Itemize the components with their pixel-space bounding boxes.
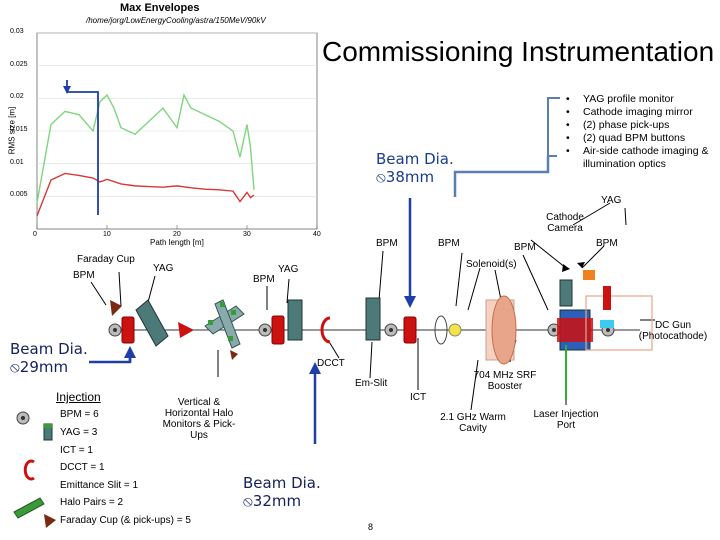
srf-booster-label: 704 MHz SRF Booster — [473, 370, 537, 392]
legend-item: DCCT = 1 — [60, 462, 105, 473]
chart-ytick-label: 0.03 — [10, 28, 24, 35]
beam-dia-arrows — [89, 198, 416, 444]
legend-item: YAG = 3 — [60, 427, 98, 438]
inset-chart-graphic — [36, 32, 318, 230]
em-slit-label: Em-Slit — [355, 378, 388, 389]
chart-series-line-0 — [36, 93, 255, 203]
bpm-label-mid: BPM — [253, 274, 275, 285]
chart-path: /home/jorg/LowEnergyCooling/astra/150MeV… — [86, 16, 266, 25]
bullet-item: (2) phase pick-ups — [566, 119, 720, 132]
chart-xtick-label: 20 — [173, 231, 181, 238]
legend-item: Faraday Cup (& pick-ups) = 5 — [60, 515, 191, 526]
chart-ytick-label: 0.025 — [10, 60, 28, 68]
dcct-device — [320, 316, 331, 344]
faraday-cup-label: Faraday Cup — [77, 254, 135, 265]
dcct-label: DCCT — [317, 358, 345, 369]
bullet-item: (2) quad BPM buttons — [566, 132, 720, 145]
yag-label-mid: YAG — [278, 264, 299, 275]
chart-ytick-label: 0.02 — [10, 93, 24, 101]
faraday-cup-mid — [178, 322, 194, 338]
chart-ytick-label: 0.005 — [10, 191, 28, 199]
page-number: 8 — [368, 522, 374, 532]
yag-label-left: YAG — [153, 263, 174, 274]
bpm-label-2: BPM — [438, 238, 460, 249]
solenoid-label: Solenoid(s) — [466, 259, 517, 270]
faraday-cup-halo — [230, 350, 238, 360]
legend-heading: Injection — [56, 390, 101, 404]
cathode-camera-label: Cathode Camera — [546, 212, 584, 234]
bpm-label-left: BPM — [73, 270, 95, 281]
slide-title: Commissioning Instrumentation — [322, 36, 715, 67]
legend-item: Emittance Slit = 1 — [60, 480, 139, 491]
bullet-item: Cathode imaging mirror — [566, 106, 720, 119]
halo-monitors — [204, 299, 245, 349]
bpm-label-4: BPM — [596, 238, 618, 249]
bpm-label-1: BPM — [376, 238, 398, 249]
chart-xtick-label: 0 — [33, 231, 37, 238]
chart-series-line-1 — [36, 172, 255, 217]
bracket-lead — [453, 156, 550, 197]
beam-dia-38-label: Beam Dia. ⦸38mm — [376, 150, 454, 186]
legend-item: BPM = 6 — [60, 409, 99, 420]
legend-item: Halo Pairs = 2 — [60, 497, 124, 508]
bullets-bracket — [547, 97, 560, 157]
beam-dia-29-label: Beam Dia. ⦸29mm — [10, 340, 88, 376]
red-pickups — [121, 315, 417, 345]
chart-xtick-label: 30 — [243, 231, 251, 238]
faraday-cup-left — [110, 300, 122, 316]
chart-xtick-label: 10 — [103, 231, 111, 238]
bpm-label-3: BPM — [514, 242, 536, 253]
chart-xlabel: Path length [m] — [150, 238, 204, 247]
chart-ytick-label: 0.01 — [10, 158, 24, 166]
legend-icons — [13, 411, 56, 528]
srf-booster — [434, 295, 517, 365]
yag-screens — [135, 279, 573, 347]
halo-monitors-label: Vertical & Horizontal Halo Monitors & Pi… — [162, 397, 236, 441]
dc-gun — [557, 270, 653, 351]
bullet-item: YAG profile monitor — [566, 93, 720, 106]
yag-label-top-right: YAG — [601, 195, 622, 206]
laser-port-label: Laser Injection Port — [533, 409, 599, 431]
chart-ytick-label: 0.015 — [10, 126, 28, 133]
chart-title: Max Envelopes — [120, 2, 200, 14]
bullet-item: Air-side cathode imaging & illumination … — [566, 145, 720, 171]
legend-item: ICT = 1 — [60, 445, 93, 456]
dc-gun-label: DC Gun (Photocathode) — [638, 320, 708, 342]
beam-dia-markers — [63, 80, 99, 215]
warm-cavity-label: 2.1 GHz Warm Cavity — [440, 412, 506, 434]
feature-bullets: YAG profile monitor Cathode imaging mirr… — [566, 93, 720, 171]
chart-xtick-label: 40 — [313, 231, 321, 238]
ict-label: ICT — [410, 392, 427, 403]
beam-dia-32-label: Beam Dia. ⦸32mm — [243, 474, 321, 510]
